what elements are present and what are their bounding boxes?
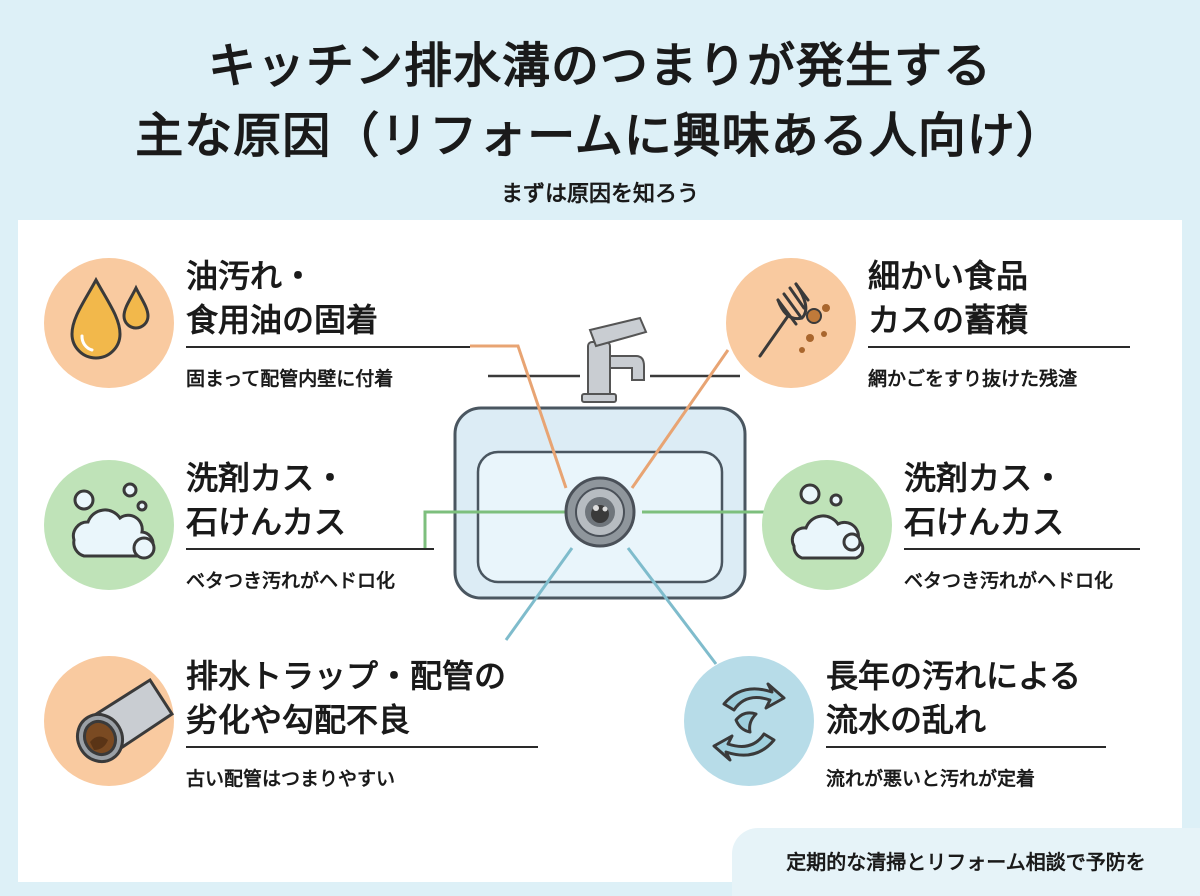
cause-4-heading: 洗剤カス・ 石けんカス bbox=[904, 456, 1064, 544]
cause-5-icon-circle bbox=[44, 656, 174, 786]
cause-2-rule bbox=[868, 346, 1130, 348]
pipe-icon bbox=[75, 677, 174, 764]
cause-3-desc: ベタつき汚れがヘドロ化 bbox=[186, 570, 396, 592]
cause-1-heading-line-1: 油汚れ・ bbox=[186, 257, 315, 295]
title-line-2: 主な原因（リフォームに興味ある人向け） bbox=[135, 108, 1065, 164]
connector-oil bbox=[470, 344, 568, 489]
cause-6-heading-line-1: 長年の汚れによる bbox=[826, 657, 1082, 695]
footer-note: 定期的な清掃とリフォーム相談で予防を bbox=[732, 828, 1200, 896]
cause-1-desc: 固まって配管内壁に付着 bbox=[186, 368, 394, 390]
cause-4-heading-line-2: 石けんカス bbox=[904, 503, 1065, 541]
cause-6-heading-line-2: 流水の乱れ bbox=[826, 701, 987, 739]
cause-5-rule bbox=[186, 746, 538, 748]
cause-5-heading: 排水トラップ・配管の 劣化や勾配不良 bbox=[186, 654, 506, 742]
oil-drops-icon bbox=[70, 276, 150, 360]
connector-flow bbox=[626, 547, 718, 665]
cause-6-desc: 流れが悪いと汚れが定着 bbox=[826, 768, 1036, 790]
cause-4-rule bbox=[904, 548, 1140, 550]
cause-5-heading-line-1: 排水トラップ・配管の bbox=[186, 657, 507, 695]
cause-6-icon-circle bbox=[684, 656, 814, 786]
swirl-arrows-icon bbox=[712, 682, 786, 762]
faucet-icon bbox=[581, 316, 648, 403]
connector-food bbox=[630, 349, 730, 489]
soap-bubbles-icon bbox=[71, 482, 156, 560]
connector-pipe bbox=[504, 547, 574, 641]
fork-food-icon bbox=[758, 282, 830, 358]
soap-bubbles-icon bbox=[790, 483, 865, 560]
cause-2-heading-line-1: 細かい食品 bbox=[868, 257, 1029, 295]
cause-2-heading-line-2: カスの蓄積 bbox=[868, 301, 1029, 339]
cause-3-heading: 洗剤カス・ 石けんカス bbox=[186, 456, 346, 544]
cause-1-icon-circle bbox=[44, 258, 174, 388]
cause-1-rule bbox=[186, 346, 470, 348]
cause-4-icon-circle bbox=[762, 460, 892, 590]
cause-3-rule bbox=[186, 548, 434, 550]
subtitle: まずは原因を知ろう bbox=[500, 182, 699, 207]
cause-6-rule bbox=[826, 746, 1106, 748]
cause-3-icon-circle bbox=[44, 460, 174, 590]
cause-3-heading-line-1: 洗剤カス・ bbox=[186, 459, 347, 497]
cause-1-heading: 油汚れ・ 食用油の固着 bbox=[186, 254, 378, 342]
cause-2-heading: 細かい食品 カスの蓄積 bbox=[868, 254, 1028, 342]
cause-5-desc: 古い配管はつまりやすい bbox=[186, 768, 396, 790]
connector-soap-left bbox=[423, 510, 566, 548]
cause-3-heading-line-2: 石けんカス bbox=[186, 503, 347, 541]
cause-1-heading-line-2: 食用油の固着 bbox=[186, 301, 379, 339]
cause-2-desc: 網かごをすり抜けた残渣 bbox=[868, 368, 1078, 390]
drain-icon bbox=[564, 476, 636, 548]
title-line-1: キッチン排水溝のつまりが発生する bbox=[207, 38, 992, 94]
cause-6-heading: 長年の汚れによる 流水の乱れ bbox=[826, 654, 1081, 742]
cause-4-desc: ベタつき汚れがヘドロ化 bbox=[904, 570, 1114, 592]
cause-2-icon-circle bbox=[726, 258, 856, 388]
cause-5-heading-line-2: 劣化や勾配不良 bbox=[186, 701, 411, 739]
cause-4-heading-line-1: 洗剤カス・ bbox=[904, 459, 1065, 497]
